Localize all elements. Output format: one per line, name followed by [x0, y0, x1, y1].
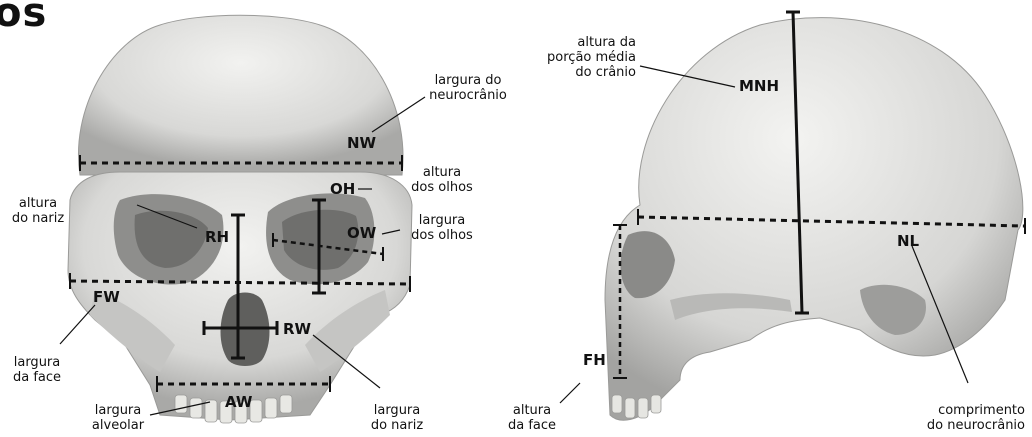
abbr-nw: NW [347, 134, 376, 152]
abbr-mnh: MNH [739, 77, 779, 95]
abbr-aw: AW [225, 393, 252, 411]
abbr-oh: OH [330, 180, 355, 198]
abbr-rh: RH [205, 228, 229, 246]
title-fragment: os [0, 0, 47, 36]
abbr-fh: FH [583, 351, 606, 369]
front-skull [68, 15, 412, 423]
side-skull [605, 18, 1023, 421]
abbr-ow: OW [347, 224, 376, 242]
abbr-rw: RW [283, 320, 311, 338]
abbr-nl: NL [897, 232, 919, 250]
abbr-fw: FW [93, 288, 120, 306]
